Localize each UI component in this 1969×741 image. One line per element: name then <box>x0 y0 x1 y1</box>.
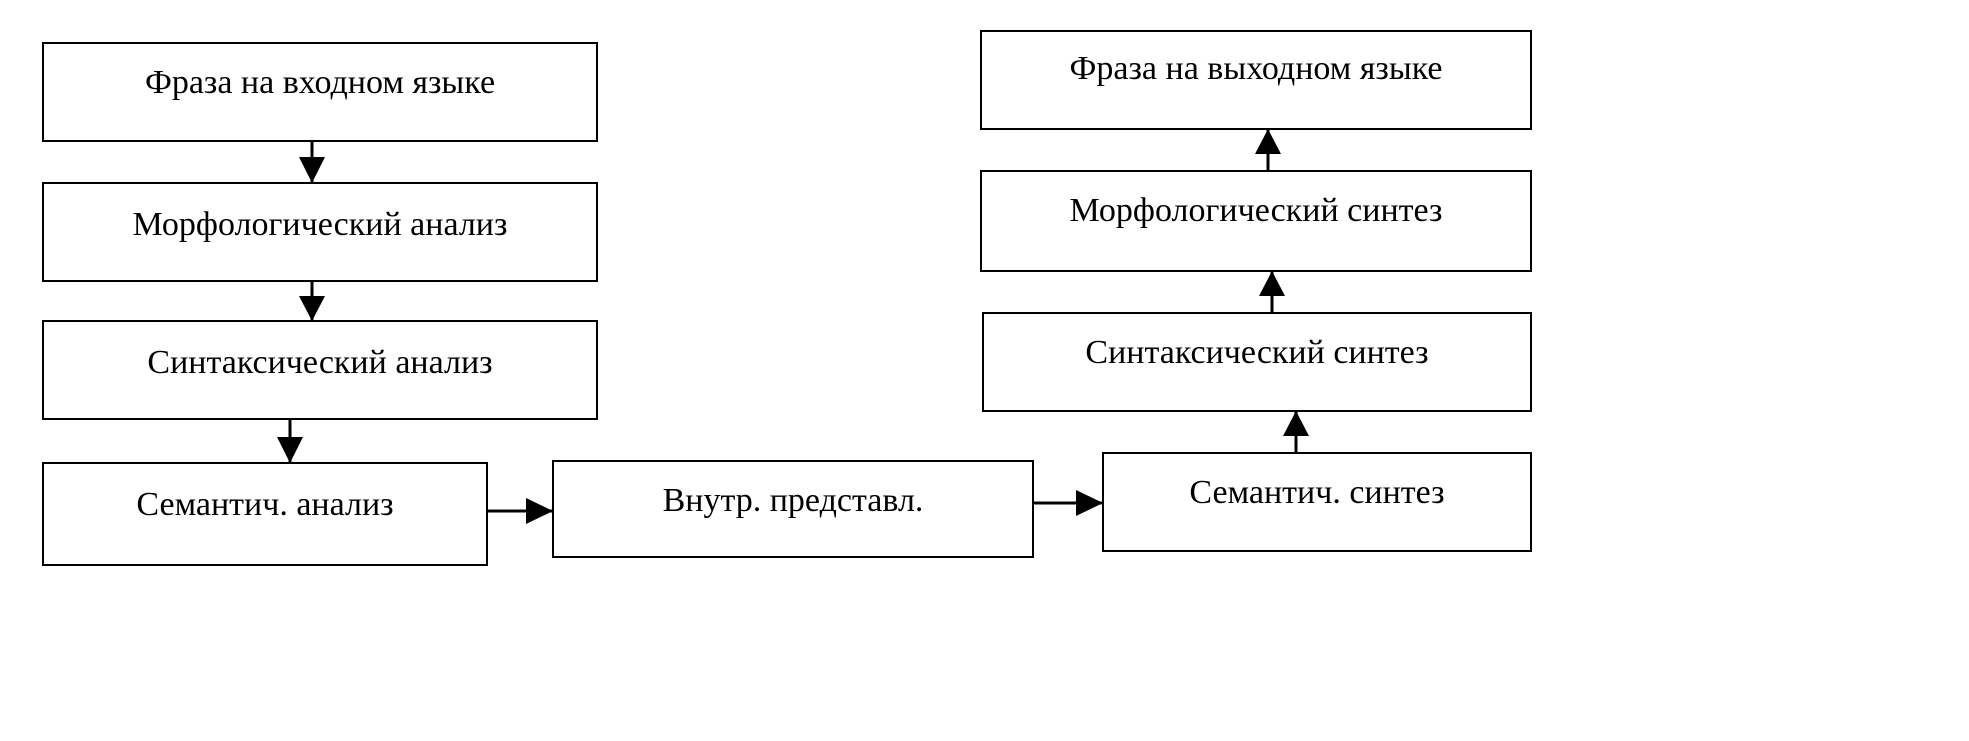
node-internal-repr-label: Внутр. представл. <box>662 482 924 519</box>
node-syntax-synthesis-label: Синтаксический синтез <box>1085 334 1429 371</box>
node-morph-synthesis-label: Морфологический синтез <box>1069 192 1443 229</box>
node-output-phrase-label: Фраза на выходном языке <box>1069 50 1443 87</box>
node-semantic-synthesis: Семантич. синтез <box>1102 452 1532 552</box>
arrowhead-internal-to-semantic-synthesis <box>1076 490 1103 516</box>
arrowhead-semantic-to-syntax-synthesis <box>1283 411 1309 436</box>
arrowhead-input-to-morph-analysis <box>299 157 325 183</box>
node-output-phrase: Фраза на выходном языке <box>980 30 1532 130</box>
node-semantic-analysis: Семантич. анализ <box>42 462 488 566</box>
arrowhead-morph-synthesis-to-output <box>1255 129 1281 154</box>
node-morph-synthesis: Морфологический синтез <box>980 170 1532 272</box>
node-semantic-synthesis-label: Семантич. синтез <box>1189 474 1445 511</box>
arrowhead-syntax-to-semantic-analysis <box>277 437 303 463</box>
arrowhead-semantic-analysis-to-internal <box>526 498 553 524</box>
node-morph-analysis: Морфологический анализ <box>42 182 598 282</box>
node-semantic-analysis-label: Семантич. анализ <box>136 486 394 523</box>
node-morph-analysis-label: Морфологический анализ <box>132 206 508 243</box>
node-syntax-synthesis: Синтаксический синтез <box>982 312 1532 412</box>
node-input-phrase: Фраза на входном языке <box>42 42 598 142</box>
arrowhead-syntax-to-morph-synthesis <box>1259 271 1285 296</box>
node-input-phrase-label: Фраза на входном языке <box>144 64 496 101</box>
arrowhead-morph-to-syntax-analysis <box>299 296 325 321</box>
node-internal-repr: Внутр. представл. <box>552 460 1034 558</box>
node-syntax-analysis: Синтаксический анализ <box>42 320 598 420</box>
node-syntax-analysis-label: Синтаксический анализ <box>147 344 493 381</box>
